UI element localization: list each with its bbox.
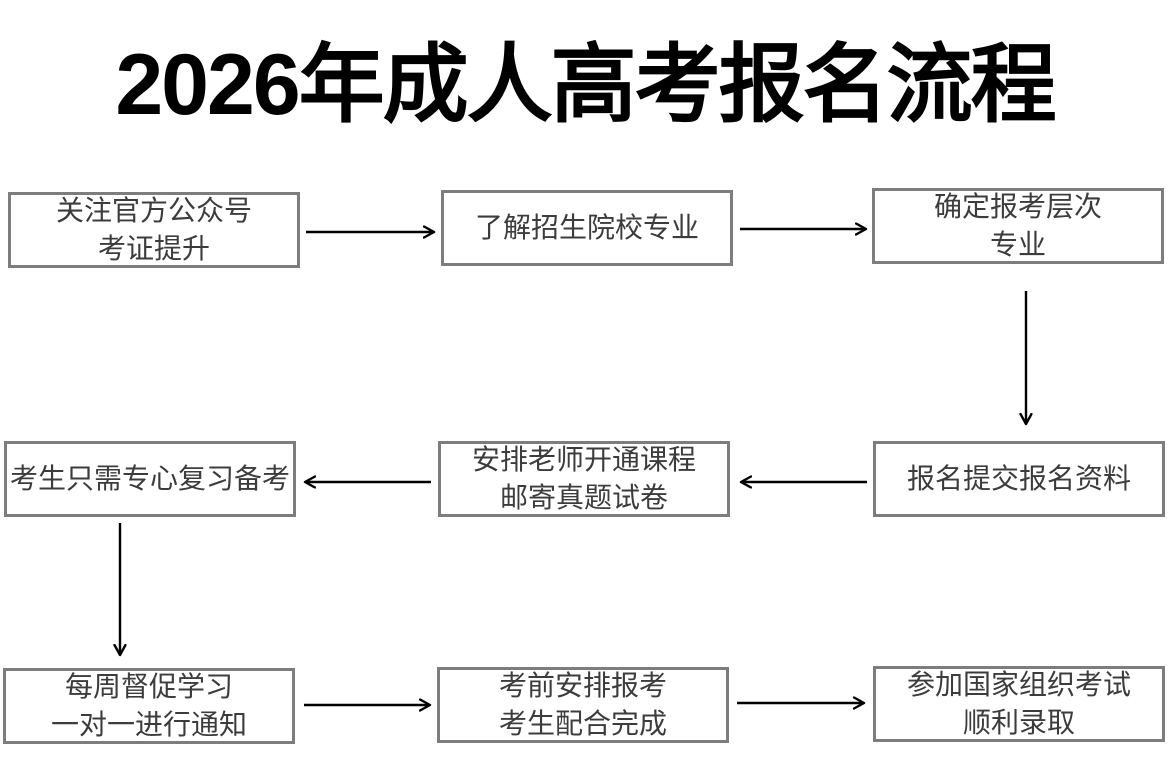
flow-step-label: 报名提交报名资料: [906, 463, 1131, 494]
page-title: 2026年成人高考报名流程: [115, 37, 1056, 133]
flow-step-weekly-supervision: 每周督促学习 一对一进行通知: [3, 668, 295, 744]
flow-step-focus-on-review: 考生只需专心复习备考: [4, 441, 296, 517]
flow-step-label: 考前安排报考: [498, 670, 667, 701]
flow-step-label: 考证提升: [97, 233, 210, 264]
flow-step-label: 顺利录取: [962, 707, 1075, 738]
flow-step-label: 了解招生院校专业: [474, 212, 699, 243]
flow-step-label: 邮寄真题试卷: [499, 482, 668, 513]
flow-step-label: 安排老师开通课程: [471, 444, 696, 475]
flow-step-open-course-mail-papers: 安排老师开通课程 邮寄真题试卷: [438, 441, 730, 517]
flow-step-label: 专业: [989, 229, 1046, 260]
flow-step-label: 确定报考层次: [933, 191, 1102, 222]
flow-step-label: 考生只需专心复习备考: [9, 463, 290, 494]
flow-step-take-exam-admission: 参加国家组织考试 顺利录取: [873, 666, 1165, 742]
flow-step-pre-exam-arrangement: 考前安排报考 考生配合完成: [437, 667, 729, 743]
flow-step-label: 一对一进行通知: [50, 709, 247, 740]
flow-step-confirm-level-major: 确定报考层次 专业: [872, 188, 1164, 264]
flow-step-label: 关注官方公众号: [55, 195, 252, 226]
flow-step-label: 每周督促学习: [64, 671, 233, 702]
flow-step-label: 考生配合完成: [498, 708, 667, 739]
flow-step-label: 参加国家组织考试: [906, 669, 1131, 700]
flow-step-learn-schools-majors: 了解招生院校专业: [441, 190, 733, 266]
flow-step-submit-registration: 报名提交报名资料: [873, 441, 1165, 517]
flow-step-follow-official-account: 关注官方公众号 考证提升: [8, 192, 300, 268]
